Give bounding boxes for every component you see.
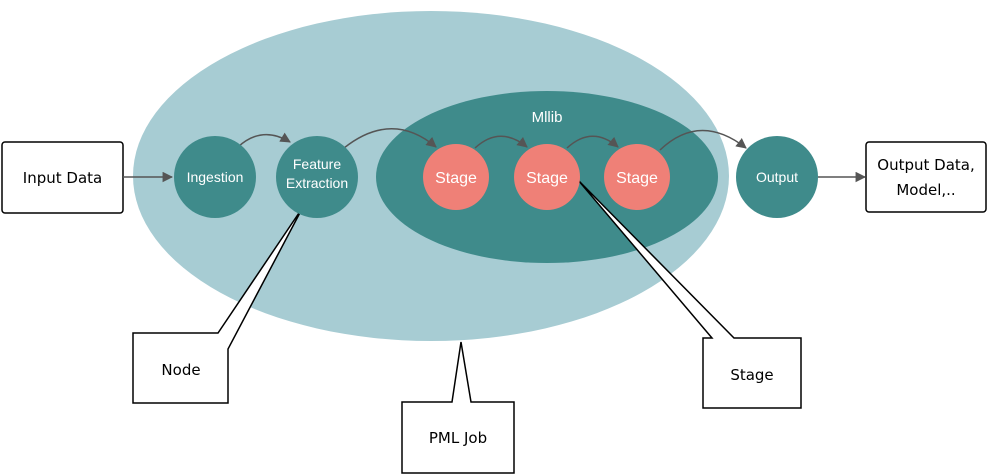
arrow-ingestion-to-feature [237,132,291,148]
input-data-label: Input Data [23,169,102,187]
output-data-box [865,141,987,213]
callout-node-bubble [132,206,304,404]
output-data-label-line2: Model,.. [896,181,955,199]
stage-node-3 [604,144,670,210]
callout-job-bubble [401,341,515,474]
output-data-label-line1: Output Data, [877,156,974,174]
stage-label-2: Stage [526,170,568,187]
arrow-stage1-to-stage2 [474,135,528,149]
output-node-label: Output [756,169,798,185]
stage-node-2 [514,144,580,210]
output-node [736,136,818,218]
feature-extraction-node [276,136,358,218]
callout-node-label: Node [161,361,200,379]
feature-label-line1: Feature [293,156,341,172]
callout-stage-bubble [577,179,802,409]
stage-node-1 [423,144,489,210]
stage-label-3: Stage [616,170,658,187]
arrow-stage3-to-output [659,129,747,151]
stage-label-1: Stage [435,170,477,187]
mllib-label: Mllib [532,109,563,126]
feature-label-line2: Extraction [286,175,348,191]
ingestion-label: Ingestion [187,169,244,185]
ingestion-node [174,136,256,218]
arrow-feature-to-stage1 [343,128,437,149]
arrow-stage2-to-stage3 [566,135,619,149]
callout-job-label: PML Job [429,429,487,447]
callout-stage-label: Stage [730,366,773,384]
